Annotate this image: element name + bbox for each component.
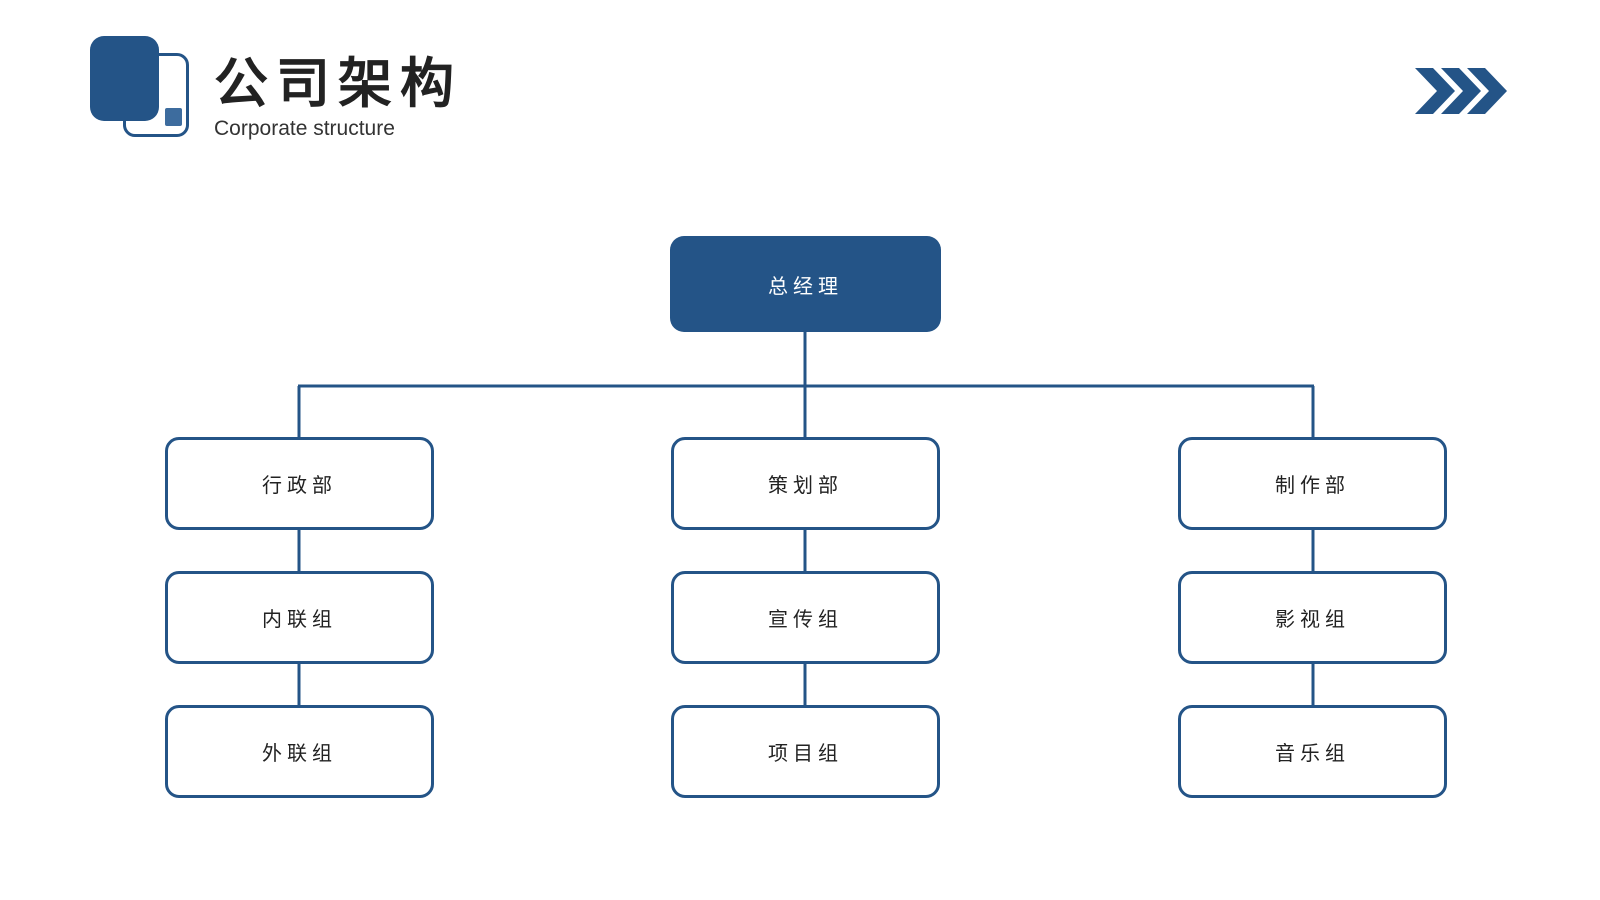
logo-front-square xyxy=(90,36,159,121)
node-group-music: 音乐组 xyxy=(1178,705,1447,798)
node-department-planning: 策划部 xyxy=(671,437,940,530)
page-subtitle: Corporate structure xyxy=(214,117,395,140)
node-group-film: 影视组 xyxy=(1178,571,1447,664)
node-department-admin: 行政部 xyxy=(165,437,434,530)
logo-icon xyxy=(90,36,194,144)
page-title: 公司架构 xyxy=(214,52,462,115)
node-group-publicity: 宣传组 xyxy=(671,571,940,664)
logo-small-square xyxy=(165,108,182,126)
triple-chevron-right-icon xyxy=(1415,68,1507,114)
node-group-project: 项目组 xyxy=(671,705,940,798)
node-group-internal-liaison: 内联组 xyxy=(165,571,434,664)
node-group-external-liaison: 外联组 xyxy=(165,705,434,798)
node-department-production: 制作部 xyxy=(1178,437,1447,530)
node-general-manager: 总经理 xyxy=(670,236,941,332)
